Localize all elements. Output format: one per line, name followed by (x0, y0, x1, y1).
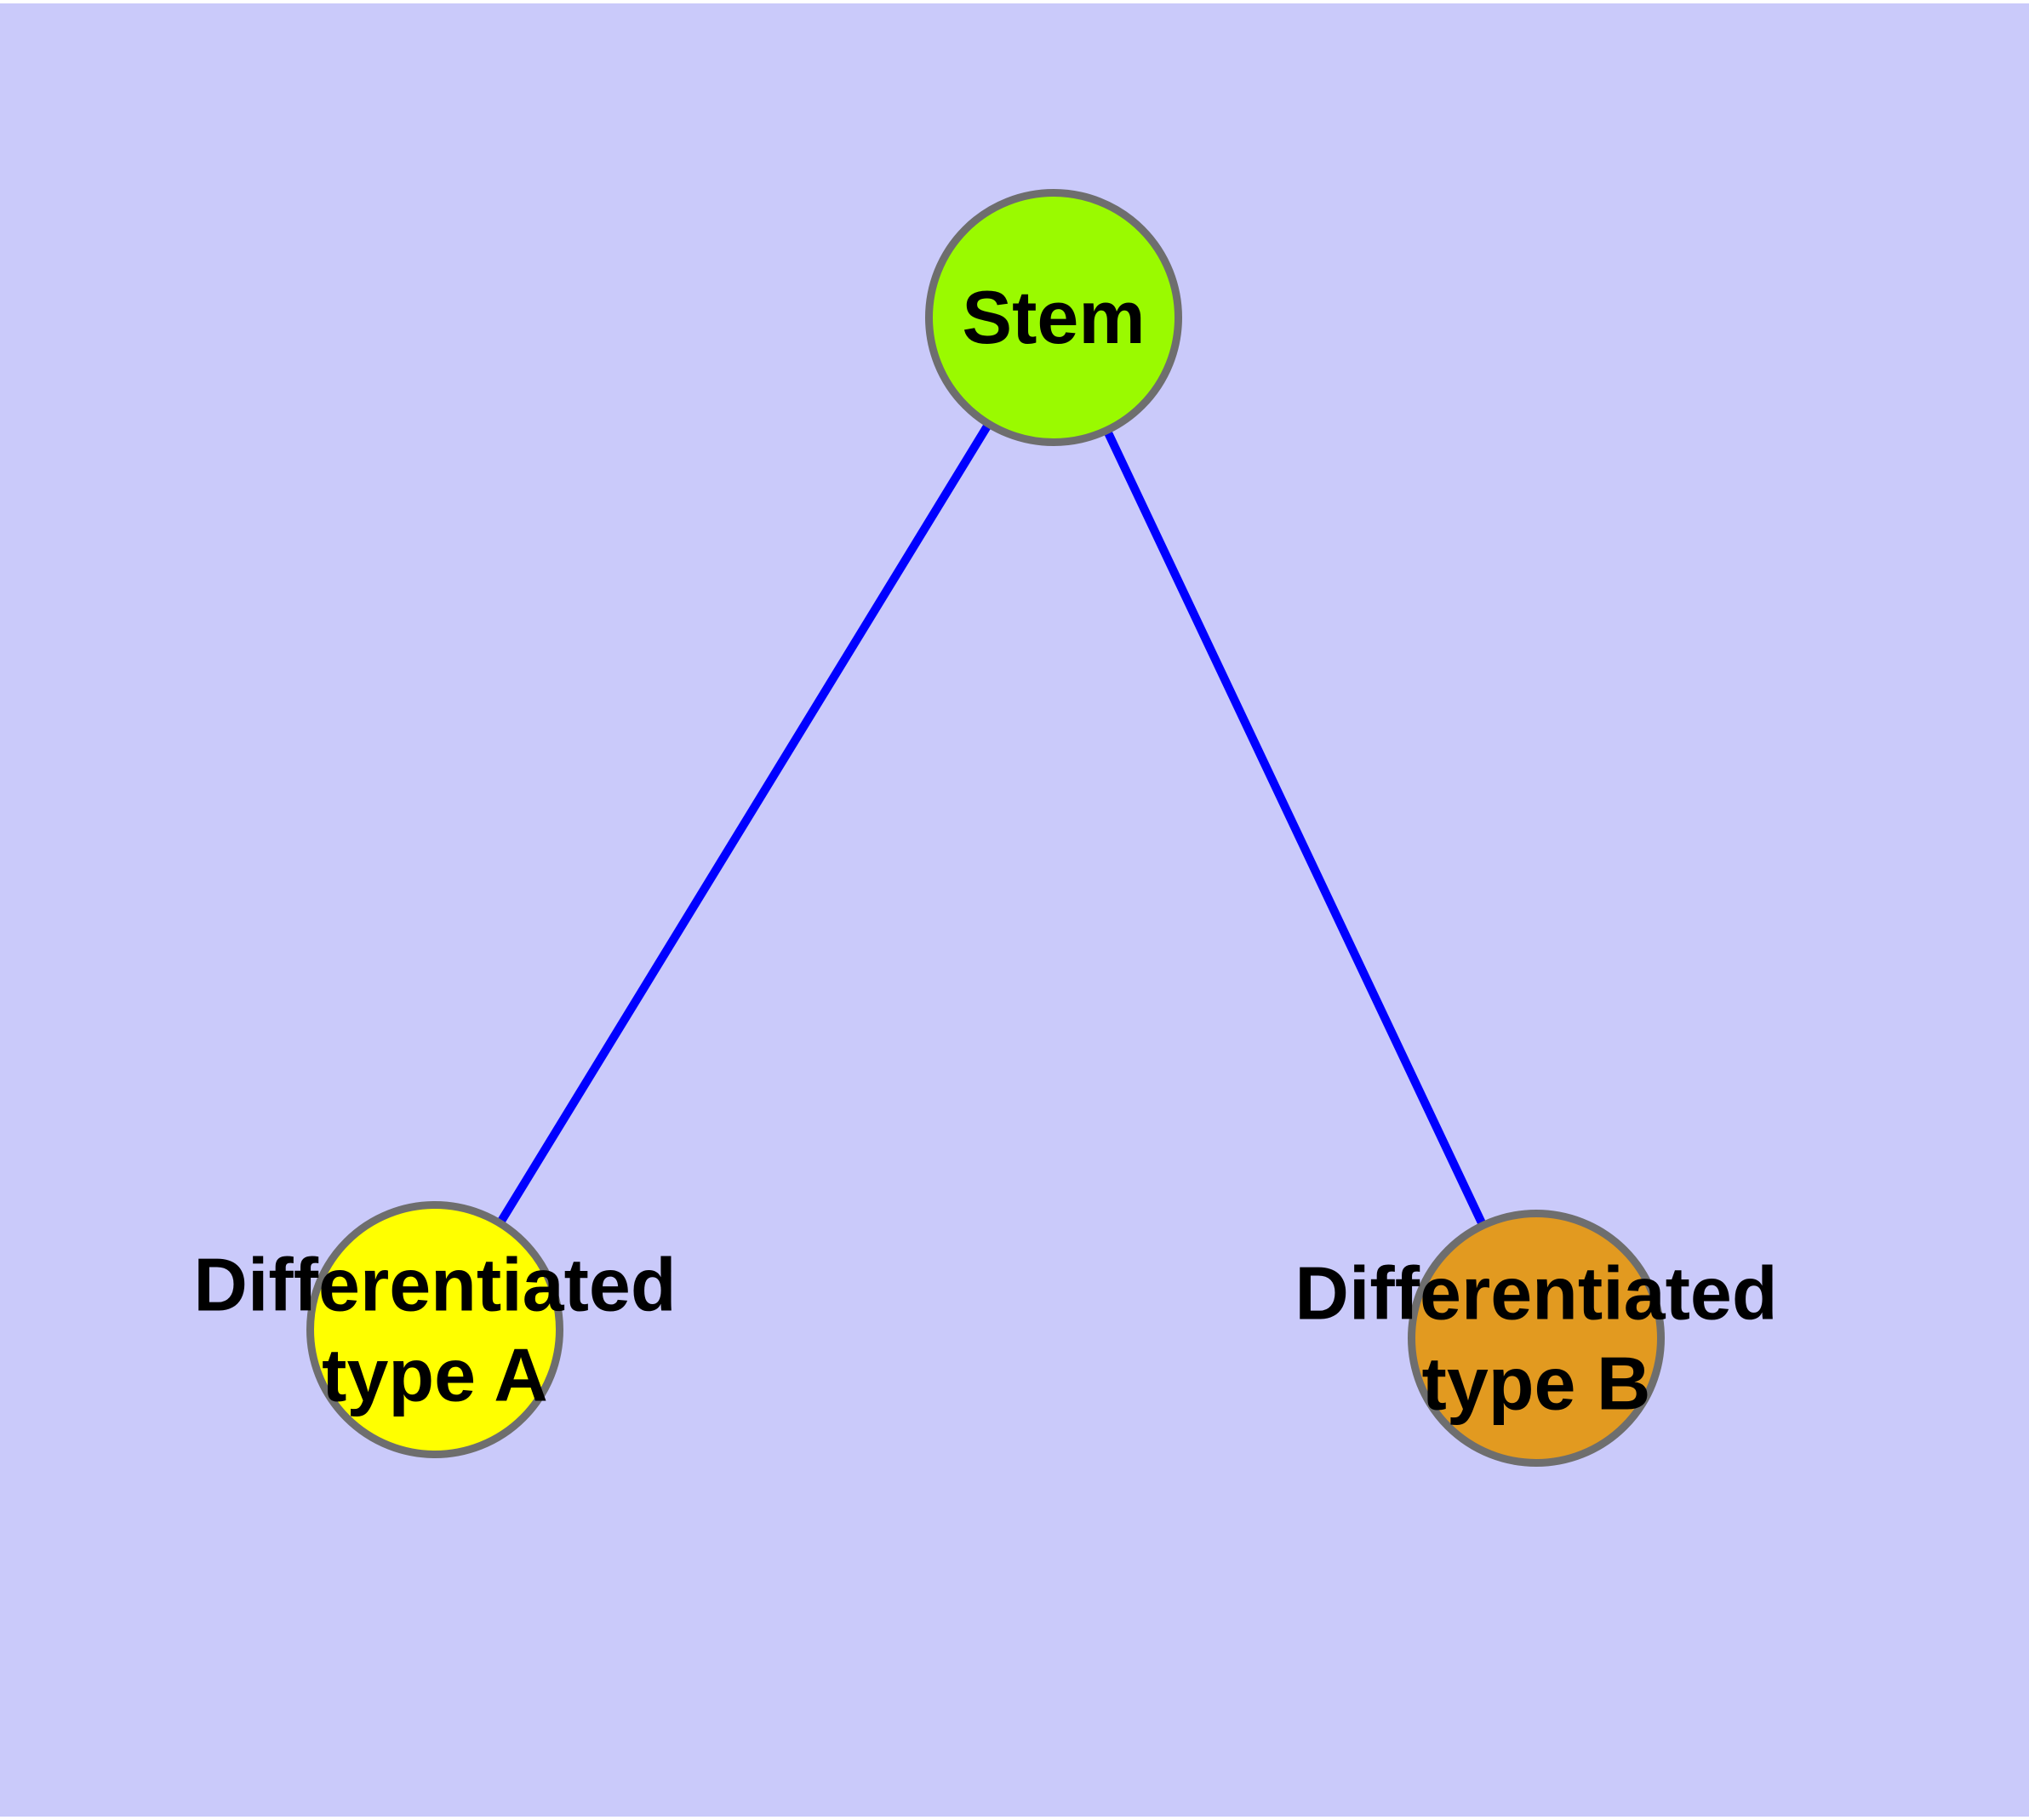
node-label-line: Stem (962, 275, 1146, 360)
node-differentiated-type-b-label: Differentiated type B (1295, 1248, 1777, 1428)
edge-layer (431, 315, 1540, 1341)
node-differentiated-type-a-label: Differentiated type A (193, 1239, 676, 1419)
node-label-line: Differentiated (193, 1242, 677, 1327)
node-label-line: Differentiated (1295, 1251, 1778, 1336)
node-stem-label: Stem (962, 272, 1145, 363)
node-label-line: type B (1421, 1341, 1651, 1425)
node-stem: Stem (925, 189, 1182, 446)
node-differentiated-type-b: Differentiated type B (1295, 1210, 1778, 1467)
node-label-line: type A (322, 1332, 548, 1417)
edge-stem-to-type-a (431, 315, 1058, 1332)
node-differentiated-type-a: Differentiated type A (193, 1201, 677, 1458)
diagram-canvas: Stem Differentiated type A Differentiate… (0, 3, 2029, 1817)
edge-stem-to-type-b (1049, 315, 1540, 1341)
